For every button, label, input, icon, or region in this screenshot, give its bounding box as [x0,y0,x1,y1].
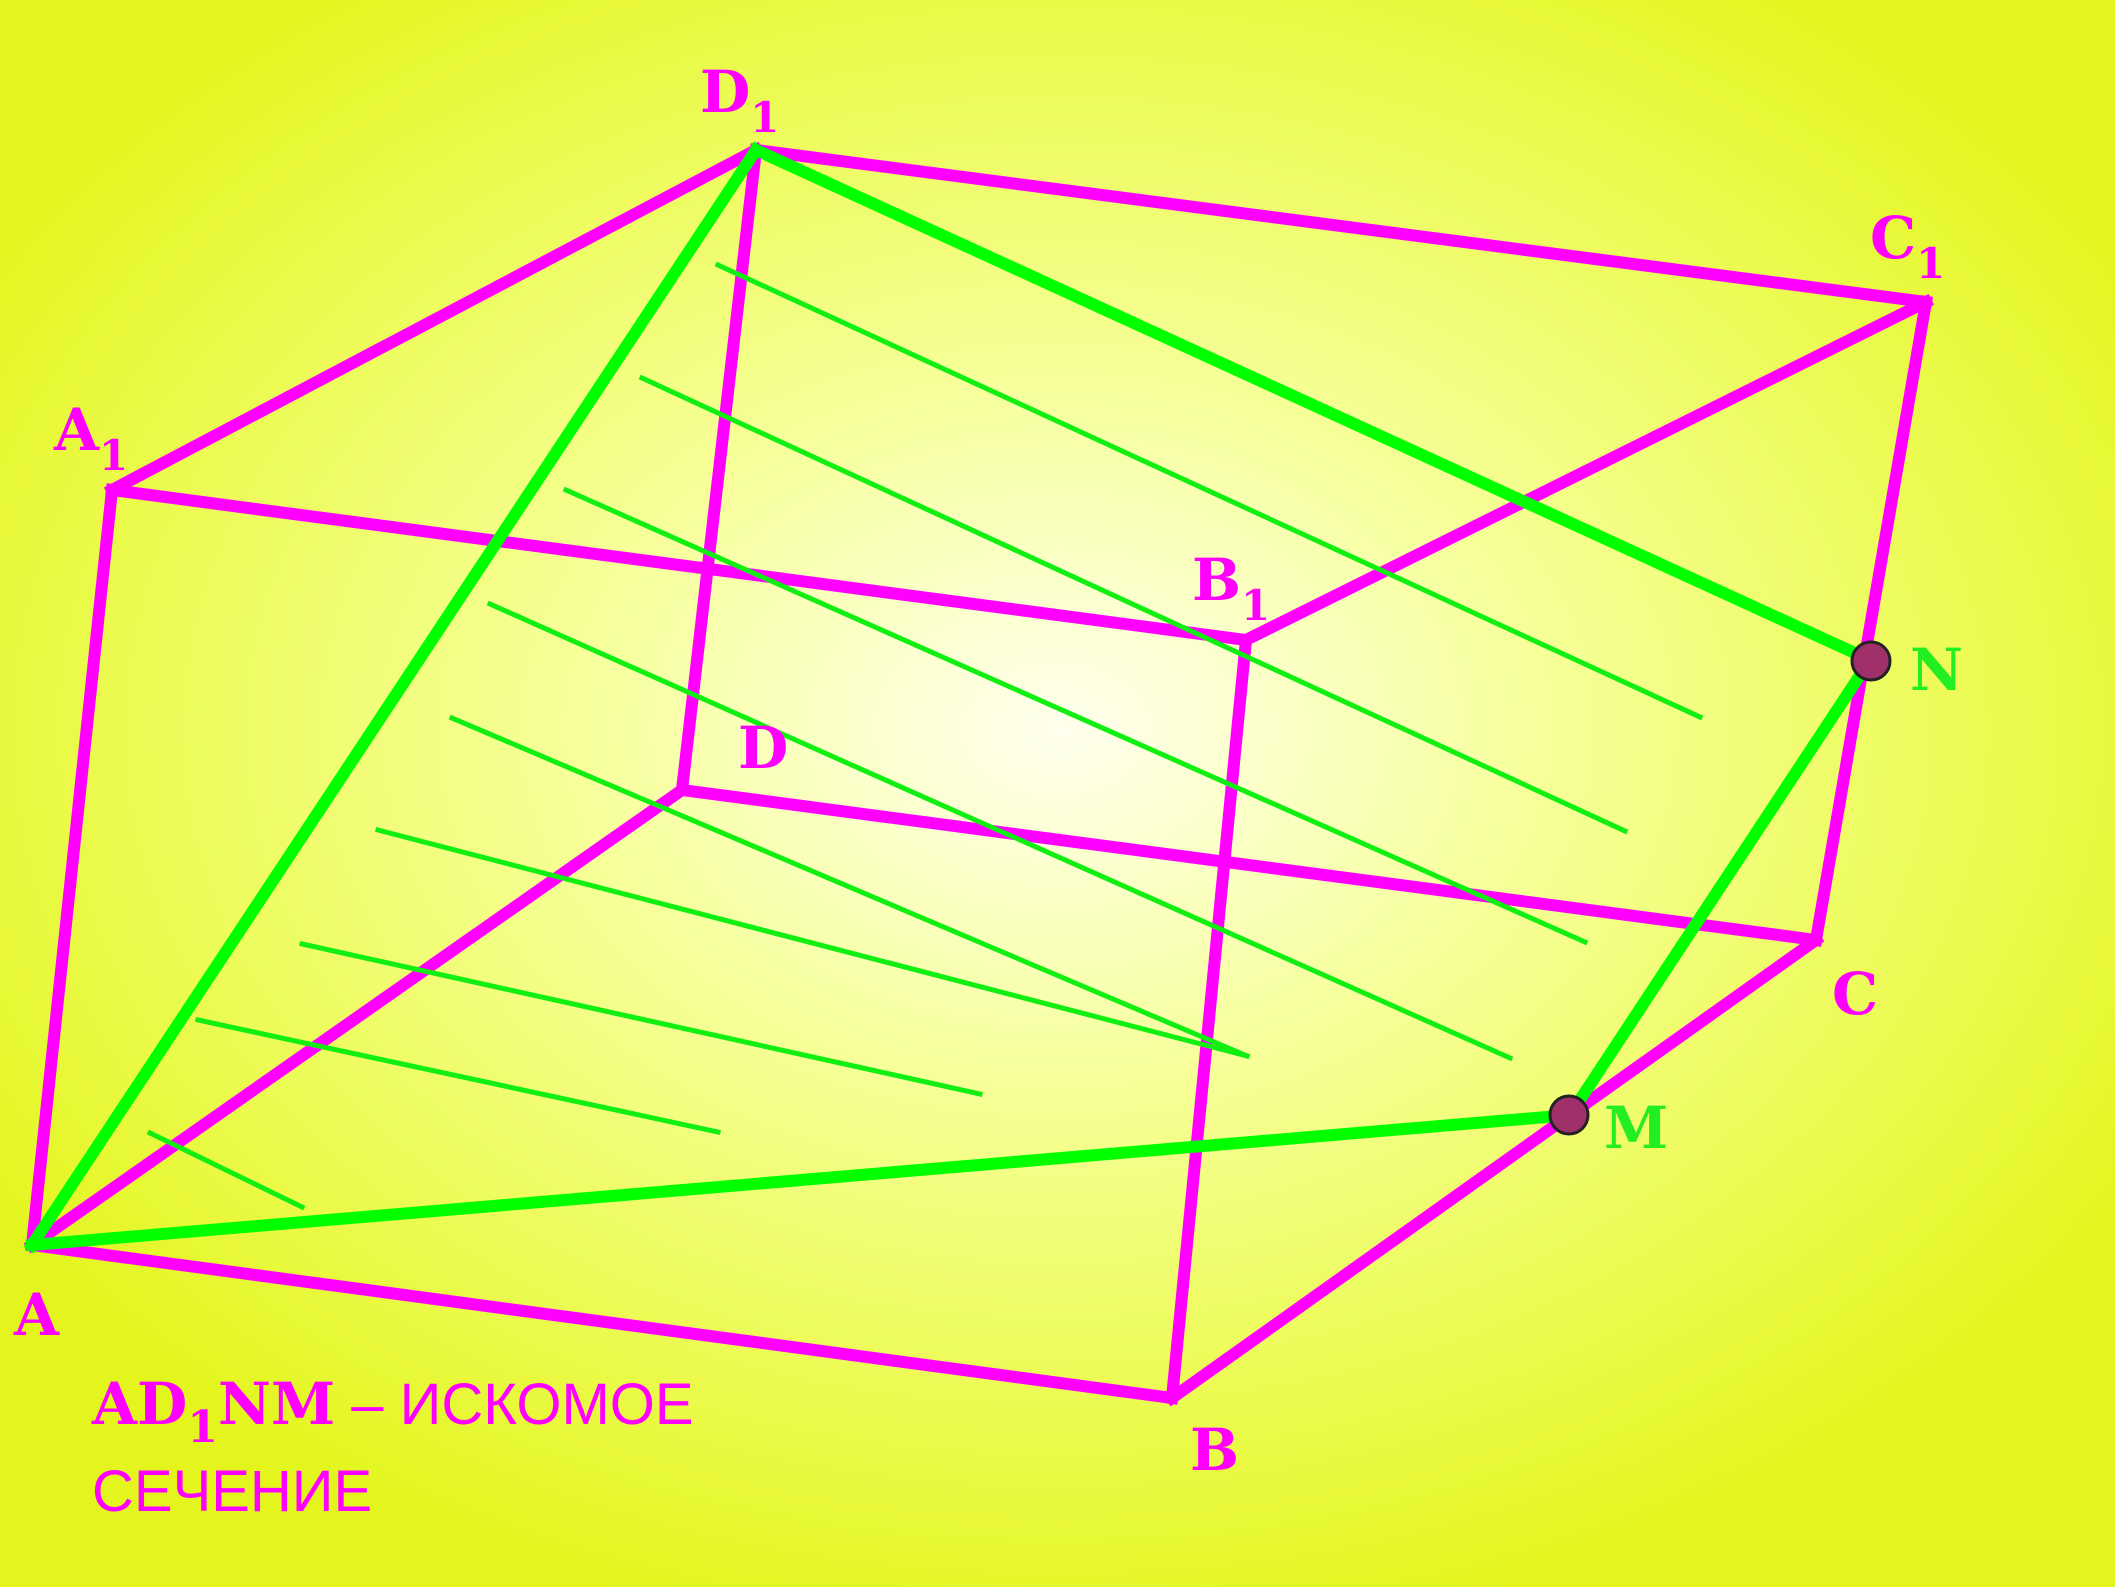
hatch-line-3 [562,486,1589,946]
section-edge-MA [25,1108,1577,1252]
section-edge-AD1 [23,141,765,1254]
parallelepiped-edges [23,141,1935,1407]
label-C: C [1832,960,1878,1028]
hatch-line-7 [299,941,983,1097]
hatch-line-6 [374,826,1251,1060]
section-hatching [146,261,1704,1211]
hatch-line-8 [195,1017,721,1135]
edge-AA1 [25,483,119,1252]
edge-DA [23,781,691,1254]
edge-CC1 [1809,295,1933,947]
edge-BB1 [1165,633,1253,1405]
point-M [1548,1094,1590,1136]
hatch-line-9 [146,1129,306,1211]
label-B1: B1 [1192,546,1270,630]
hatch-line-4 [486,600,1514,1062]
label-A: A [13,1281,60,1349]
caption-line-1: AD1NM – ИСКОМОЕ [92,1372,694,1460]
edge-BC [1163,931,1825,1407]
edge-B1C1 [1237,293,1935,649]
edge-D1A1 [103,141,765,499]
label-D: D [738,714,788,782]
section-name: AD1NM [92,1370,336,1453]
point-N [1850,640,1892,682]
section-points [1548,640,1892,1136]
label-D1: D1 [700,58,780,142]
caption-line-2: СЕЧЕНИЕ [92,1459,373,1524]
label-M: M [1604,1094,1668,1162]
edge-C1D1 [749,143,1933,309]
edge-DD1 [675,143,763,797]
caption-rest: – ИСКОМОЕ [335,1372,694,1437]
edge-CD [675,783,1823,947]
section-outline [23,141,1879,1254]
hatch-line-1 [714,261,1704,721]
label-C1: C1 [1870,204,1945,288]
label-N: N [1910,636,1963,704]
section-caption: AD1NM – ИСКОМОЕ СЕЧЕНИЕ [92,1372,694,1524]
edge-AB [25,1238,1179,1405]
label-B: B [1190,1416,1239,1484]
edge-A1B1 [105,483,1253,647]
section-edge-NM [1561,651,1879,1124]
hatch-line-5 [448,714,1251,1060]
section-edge-D1N [748,142,1878,668]
hatch-line-2 [638,374,1629,835]
label-A1: A1 [53,396,128,480]
